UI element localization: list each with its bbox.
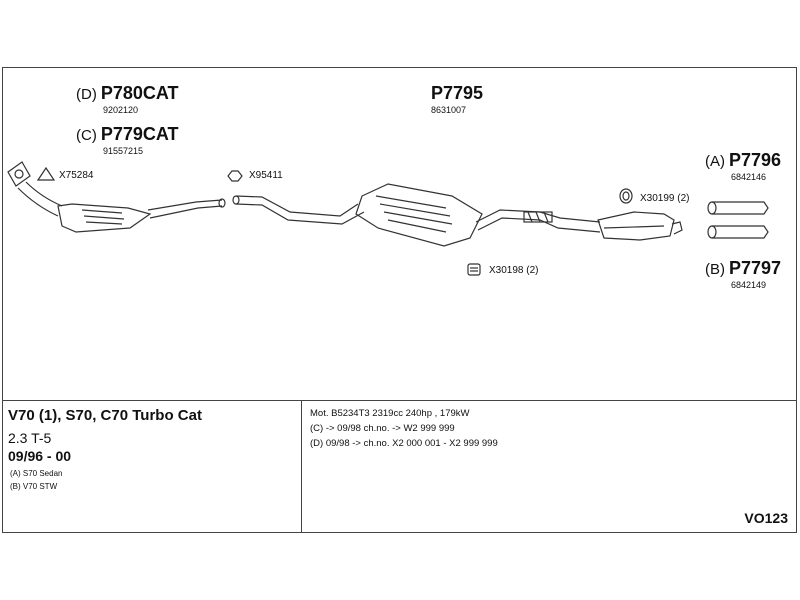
part-prefix: (B): [705, 261, 725, 278]
part-p780cat: (D)P780CAT: [76, 83, 179, 104]
part-prefix: (C): [76, 127, 97, 144]
oe-number-p779cat: 91557215: [103, 146, 144, 156]
divider-horizontal: [2, 400, 797, 401]
oe-number-p780cat: 9202120: [103, 105, 139, 115]
tailpipe-p7797: [707, 225, 769, 239]
gasket-icon-x75284: [36, 166, 56, 181]
part-code: P7796: [729, 150, 782, 170]
oe-number-p7796: 6842146: [731, 172, 767, 182]
vehicle-model: V70 (1), S70, C70 Turbo Cat: [8, 407, 202, 424]
spec-engine-line: Mot. B5234T3 2319cc 240hp , 179kW: [310, 408, 470, 419]
part-p7797: (B)P7797: [705, 258, 781, 279]
clamp-icon-x30199: [619, 188, 633, 204]
oe-number-p7795: 8631007: [431, 105, 467, 115]
oe-number-p7797: 6842149: [731, 280, 767, 290]
vehicle-years: 09/96 - 00: [8, 448, 72, 464]
part-code: P779CAT: [100, 124, 179, 144]
divider-vertical: [301, 400, 302, 533]
part-p779cat: (C)P779CAT: [76, 124, 179, 145]
gasket-icon-x95411: [227, 170, 243, 182]
vehicle-note-b: (B) V70 STW: [10, 482, 58, 491]
centre-silencer-pipe: [232, 183, 601, 247]
part-prefix: (D): [76, 86, 97, 103]
part-p7796: (A)P7796: [705, 150, 781, 171]
fitting-x75284-label: X75284: [59, 170, 94, 181]
fitting-x30199-label: X30199 (2): [640, 193, 690, 204]
part-prefix: (A): [705, 153, 725, 170]
vehicle-engine: 2.3 T-5: [8, 430, 52, 446]
spec-line-d: (D) 09/98 -> ch.no. X2 000 001 - X2 999 …: [310, 438, 498, 449]
diagram-frame: [2, 67, 797, 533]
vehicle-note-a: (A) S70 Sedan: [10, 469, 63, 478]
catalyst-pipe: [7, 161, 226, 233]
clamp-icon-x30198: [467, 263, 481, 276]
fitting-x95411-label: X95411: [249, 170, 283, 181]
rear-silencer: [597, 211, 683, 241]
catalog-code: VO123: [744, 510, 788, 526]
tailpipe-p7796: [707, 201, 769, 215]
fitting-x30198-label: X30198 (2): [489, 265, 539, 276]
part-code: P7797: [729, 258, 782, 278]
part-code: P780CAT: [100, 83, 179, 103]
part-code: P7795: [431, 83, 484, 103]
spec-line-c: (C) -> 09/98 ch.no. -> W2 999 999: [310, 423, 455, 434]
part-p7795: P7795: [431, 83, 483, 104]
